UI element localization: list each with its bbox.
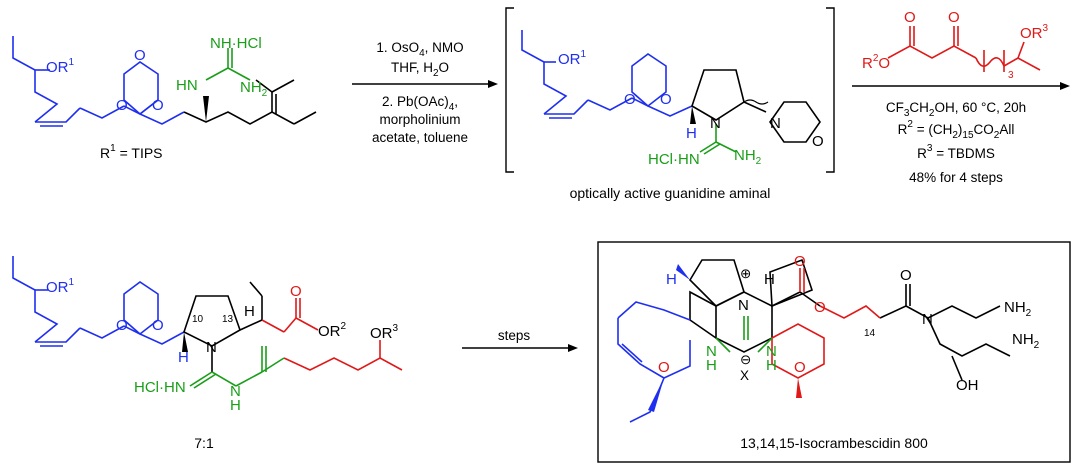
int-n-ring: N — [710, 115, 721, 132]
tgt-plus: ⊕ — [740, 266, 751, 281]
intermediate-caption: optically active guanidine aminal — [570, 185, 771, 201]
tgt-h1: H — [666, 271, 677, 288]
prod-o-ester: O — [290, 283, 302, 300]
target-box — [597, 241, 1071, 463]
tgt-minus: ⊖ — [740, 352, 751, 367]
prod-or3: OR3 — [370, 323, 399, 342]
prod-or2: OR2 — [318, 321, 347, 340]
tgt-oh: OH — [956, 377, 979, 394]
keto-r2o: R2O — [862, 53, 890, 72]
start-skeleton-black — [183, 79, 317, 125]
tgt-nh-right: N — [766, 343, 777, 360]
target-structure: H H N ⊕ ⊖ X N H N H O O O O O N 14 NH2 N… — [617, 253, 1040, 423]
tgt-nh-left-h: H — [706, 357, 717, 374]
keto-o2: O — [948, 9, 960, 26]
prod-or1: OR1 — [46, 277, 75, 296]
step1-line5: acetate, toluene — [372, 130, 468, 145]
start-skeleton-blue — [12, 36, 185, 127]
keto-or3: OR3 — [1020, 23, 1049, 42]
prod-c10: 10 — [192, 314, 204, 325]
prod-h-bottom: H — [178, 349, 189, 366]
tgt-o-ester2: O — [814, 299, 826, 316]
start-r1-note: R1 = TIPS — [100, 143, 163, 161]
tgt-nh-left: N — [706, 343, 717, 360]
start-or1-label: OR1 — [46, 57, 75, 76]
start-guanidine-bonds — [205, 48, 251, 81]
tgt-nh2-2: NH2 — [1012, 331, 1040, 351]
step2-line1: CF3CH2OH, 60 °C, 20h — [886, 100, 1026, 119]
prod-n-ring: N — [206, 339, 217, 356]
start-hn-label: HN — [176, 77, 198, 94]
start-guan-top-label: NH·HCl — [210, 35, 262, 52]
step2-line3: R3 = TBDMS — [917, 143, 995, 161]
tgt-n14: 14 — [864, 328, 876, 339]
int-n-morph: N — [770, 115, 781, 132]
product-structure: OR1 O O 10 13 H H N N H HCl·HN O OR2 OR3 — [12, 256, 403, 414]
start-wedge — [203, 96, 209, 122]
step2-conditions: CF3CH2OH, 60 °C, 20h R2 = (CH2)15CO2All … — [886, 100, 1026, 185]
int-h: H — [686, 125, 697, 142]
tgt-x: X — [740, 368, 749, 383]
intermediate-brackets — [505, 7, 835, 173]
step1-reagents: 1. OsO4, NMO THF, H2O 2. Pb(OAc)4, morph… — [372, 40, 468, 145]
reaction-arrow-1 — [352, 80, 498, 88]
int-hcl-hn: HCl·HN — [648, 151, 700, 168]
start-o-top: O — [134, 47, 146, 64]
tgt-nh2-1: NH2 — [1004, 299, 1032, 319]
int-o-left: O — [624, 91, 636, 108]
tgt-o-right: O — [794, 359, 806, 376]
intermediate-structure: OR1 O O N N O H HCl·HN NH2 — [521, 30, 824, 168]
tgt-n-plus: N — [738, 297, 749, 314]
step1-line3: 2. Pb(OAc)4, — [382, 94, 458, 113]
step1-line2: THF, H2O — [391, 60, 449, 79]
start-o-right: O — [152, 97, 164, 114]
starting-material: OR1 O O O NH·HCl HN NH2 R1 = TIPS — [12, 35, 317, 161]
prod-n-bottom: N — [230, 383, 241, 400]
start-nh2-label: NH2 — [240, 79, 268, 99]
prod-o-right: O — [152, 317, 164, 334]
ketoester-reagent: O O OR3 R2O 3 — [862, 9, 1049, 81]
int-o-right: O — [660, 91, 672, 108]
tgt-o-amide: O — [900, 267, 912, 284]
wavy-bond — [743, 99, 769, 105]
keto-n3: 3 — [1008, 70, 1014, 81]
reaction-arrow-3 — [462, 344, 578, 352]
prod-hcl-hn: HCl·HN — [134, 379, 186, 396]
step2-yield: 48% for 4 steps — [909, 170, 1003, 185]
int-or1-label: OR1 — [558, 49, 587, 68]
target-name: 13,14,15-Isocrambescidin 800 — [740, 435, 928, 451]
prod-o-left: O — [116, 317, 128, 334]
int-o-morph: O — [812, 133, 824, 150]
step2-line2: R2 = (CH2)15CO2All — [898, 119, 1015, 141]
prod-c13: 13 — [222, 314, 234, 325]
reaction-arrow-2 — [852, 82, 1070, 90]
tgt-n-amide: N — [922, 311, 933, 328]
tgt-nh-right-h: H — [766, 357, 777, 374]
product-ratio: 7:1 — [194, 435, 214, 451]
tgt-h2: H — [764, 271, 775, 288]
prod-h-nh: H — [230, 397, 241, 414]
int-nh2: NH2 — [734, 147, 762, 167]
tgt-o-left: O — [658, 359, 670, 376]
step1-line1: 1. OsO4, NMO — [376, 40, 463, 59]
keto-o1: O — [904, 9, 916, 26]
step1-line4: morpholinium — [379, 112, 460, 127]
steps-label: steps — [498, 328, 531, 343]
prod-h-top: H — [244, 303, 255, 320]
tgt-o-ester1: O — [794, 253, 806, 270]
start-o-left: O — [116, 97, 128, 114]
